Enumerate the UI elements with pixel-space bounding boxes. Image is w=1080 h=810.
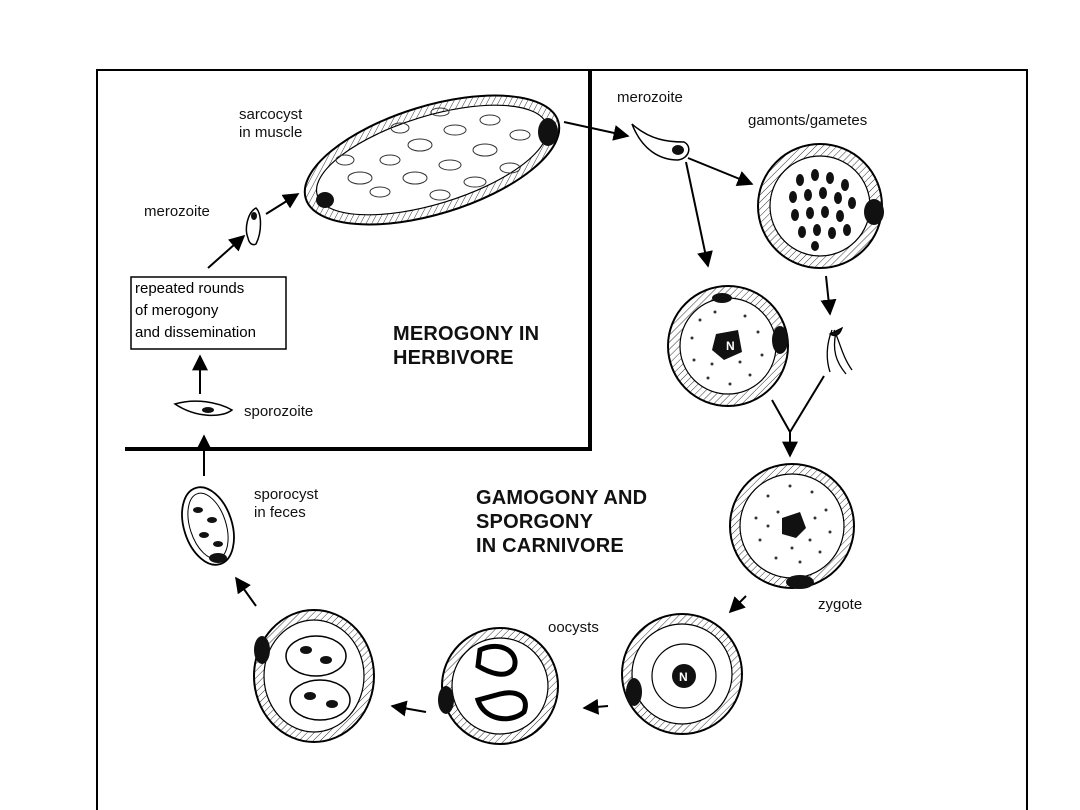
arrow-merozoite-to-macrogamete xyxy=(685,161,713,268)
merozoite-left-label: merozoite xyxy=(144,203,210,220)
arrow-sporulating-to-sporulated xyxy=(390,700,427,717)
merogony-heading: MEROGONY IN HERBIVORE xyxy=(393,322,539,370)
outer-frame xyxy=(96,69,1028,810)
sarcocyst-label: sarcocyst in muscle xyxy=(239,106,302,142)
gamonts-label: gamonts/gametes xyxy=(748,112,868,129)
gamogony-line-2: SPORGONY xyxy=(476,511,594,533)
repeated-line-3: and dissemination xyxy=(135,324,256,341)
merogony-line-2: HERBIVORE xyxy=(393,347,514,369)
sarcocyst-figure xyxy=(303,94,561,226)
repeated-line-1: repeated rounds xyxy=(135,280,245,297)
gamont-figure xyxy=(757,143,884,269)
microgamete-figure xyxy=(826,326,853,375)
oocysts-label: oocysts xyxy=(548,619,599,636)
merozoite-left-figure xyxy=(245,207,262,246)
arrow-oocyst-to-sporulating xyxy=(582,698,609,715)
sporulated-oocyst-figure xyxy=(253,609,375,743)
macrogamete-nucleus-letter: N xyxy=(726,339,735,353)
zygote-label: zygote xyxy=(818,596,863,613)
macrogamete-figure: N xyxy=(667,285,789,407)
merge-line-microgamete xyxy=(789,375,825,433)
merogony-line-1: MEROGONY IN xyxy=(393,323,540,345)
repeated-rounds-box xyxy=(130,276,287,350)
merozoite-right-label: merozoite xyxy=(617,89,683,106)
arrow-merozoite-to-sarcocyst xyxy=(265,193,300,215)
gamogony-line-1: GAMOGONY AND xyxy=(476,487,648,509)
gamogony-line-3: IN CARNIVORE xyxy=(476,535,624,557)
repeated-line-2: of merogony xyxy=(135,302,219,319)
arrow-sporulated-to-sporocyst xyxy=(235,576,257,607)
herbivore-region-border xyxy=(125,70,592,451)
sporocyst-line-1: sporocyst xyxy=(254,486,319,503)
sporocyst-line-2: in feces xyxy=(254,504,306,521)
zygote-figure xyxy=(729,463,855,589)
arrow-box-to-merozoite xyxy=(207,234,246,269)
arrow-gamonts-to-microgamete xyxy=(820,275,837,316)
merge-line-macrogamete xyxy=(771,399,791,433)
sporozoite-label: sporozoite xyxy=(244,403,314,420)
merozoite-right-figure xyxy=(631,123,690,161)
sporocyst-figure xyxy=(181,486,235,566)
arrow-sarcocyst-to-merozoite xyxy=(563,121,630,141)
sarcocyst-label-line-1: sarcocyst xyxy=(239,106,303,123)
sarcocyst-label-line-2: in muscle xyxy=(239,124,303,141)
arrow-merozoite-to-gamonts xyxy=(687,157,754,186)
sporocyst-label: sporocyst in feces xyxy=(254,486,318,522)
gamogony-heading: GAMOGONY AND SPORGONY IN CARNIVORE xyxy=(476,486,647,558)
sporozoite-figure xyxy=(173,400,234,417)
sporulating-oocyst-figure xyxy=(438,627,559,745)
arrow-zygote-to-oocyst xyxy=(728,595,747,614)
repeated-rounds-text: repeated rounds of merogony and dissemin… xyxy=(131,277,286,349)
oocyst-nucleus-letter: N xyxy=(679,670,688,684)
oocyst-figure: N xyxy=(621,613,743,735)
